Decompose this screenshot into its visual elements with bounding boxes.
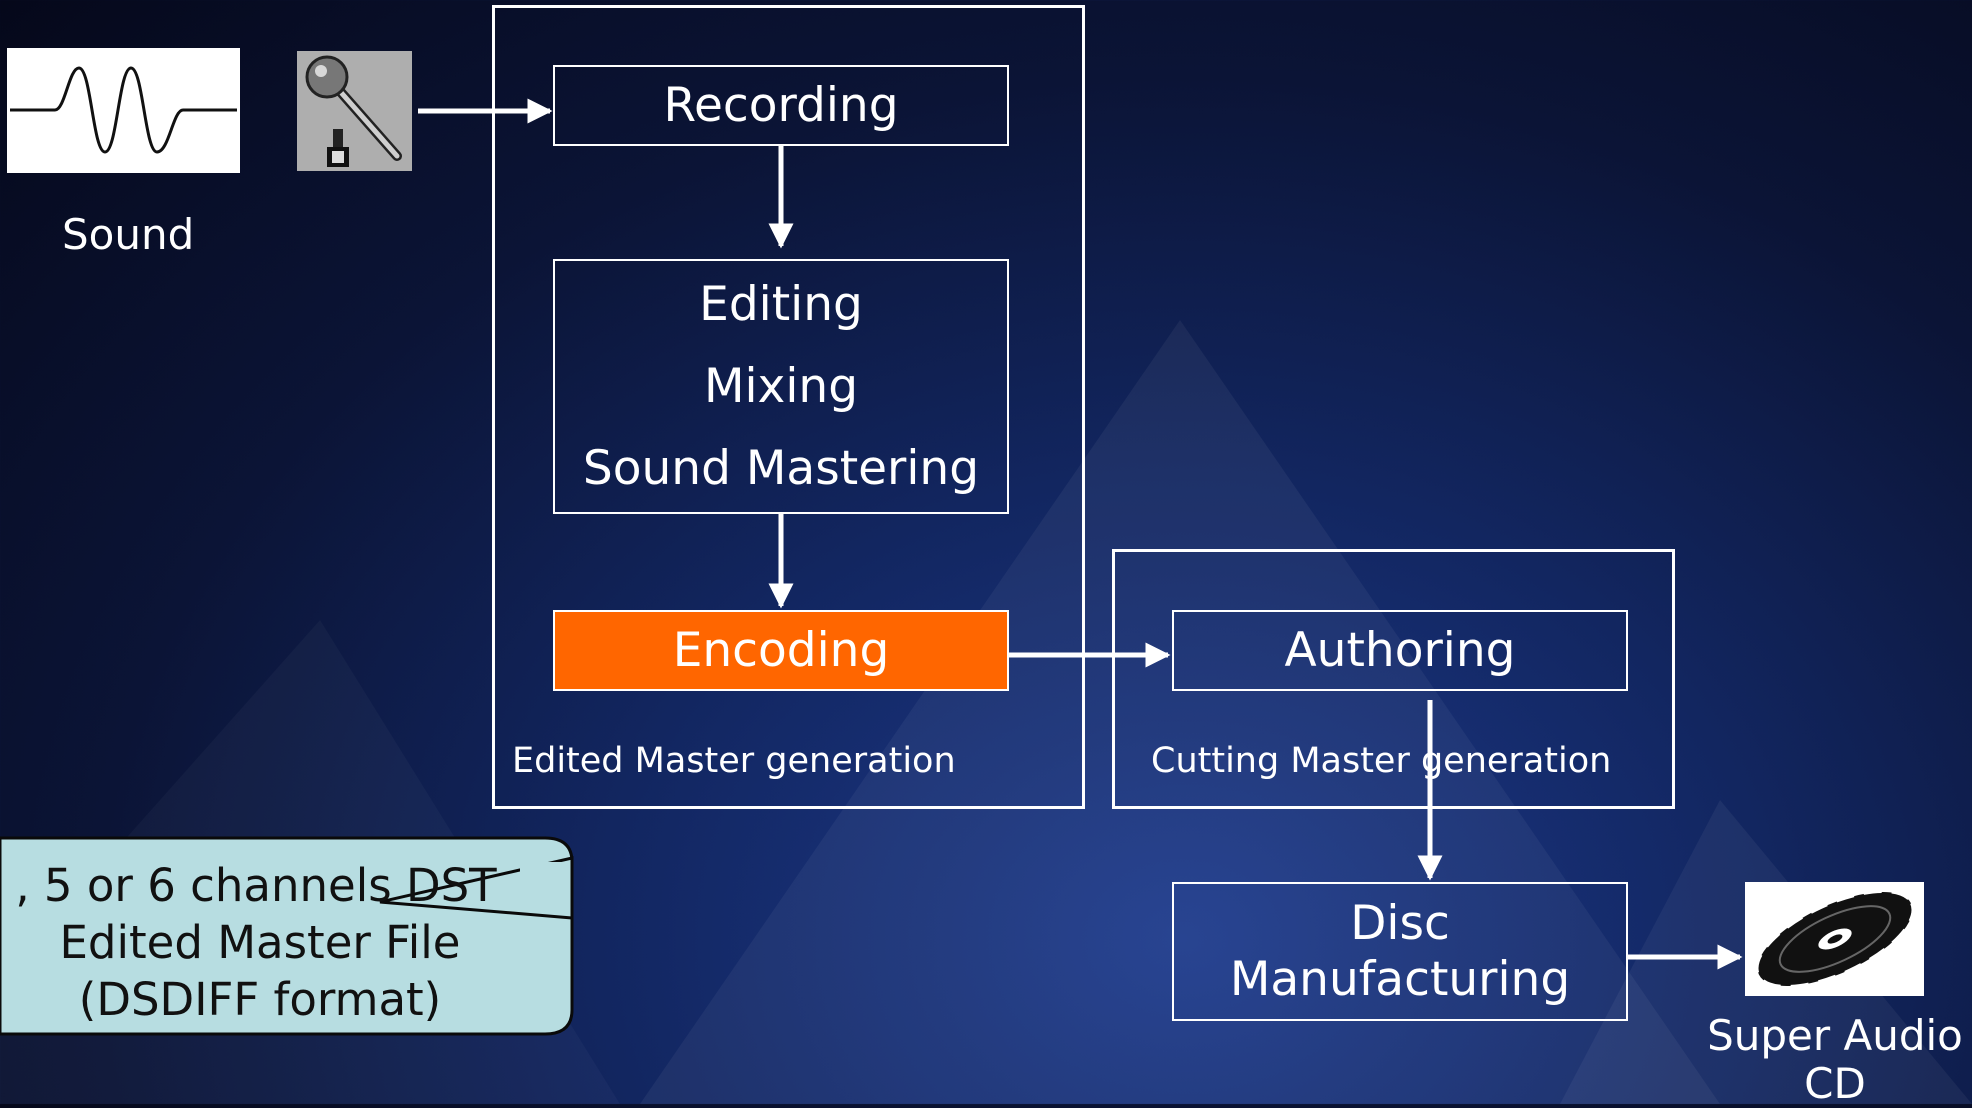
callout-text: , 5 or 6 channels DST Edited Master File… [0,857,520,1028]
disc-manufacturing-box: Disc Manufacturing [1172,882,1628,1021]
sine-wave-icon [7,48,240,173]
recording-box: Recording [553,65,1009,146]
mixing-label: Mixing [703,358,859,414]
edited-master-caption: Edited Master generation [512,741,956,781]
encoding-box: Encoding [553,610,1009,691]
encoding-label: Encoding [672,623,890,678]
authoring-box: Authoring [1172,610,1628,691]
callout-line-3: (DSDIFF format) [78,973,442,1026]
disc-icon [1745,882,1924,996]
cutting-master-frame [1112,549,1675,809]
editing-mixing-box: Editing Mixing Sound Mastering [553,259,1009,514]
editing-label: Editing [699,276,863,332]
sound-mastering-label: Sound Mastering [582,440,980,496]
cd-label: CD [1804,1059,1866,1108]
microphone-icon [297,51,412,171]
callout-line-1: , 5 or 6 channels DST [15,859,497,912]
edited-master-frame [492,5,1085,809]
sound-label: Sound [62,210,195,259]
callout-line-2: Edited Master File [59,916,461,969]
manufacturing-label: Manufacturing [1229,951,1571,1007]
disc-label: Disc [1350,895,1450,951]
super-audio-cd-label: Super Audio CD [1700,1012,1970,1108]
super-audio-label: Super Audio [1707,1011,1963,1060]
recording-label: Recording [663,78,899,133]
authoring-label: Authoring [1284,623,1516,678]
cutting-master-caption: Cutting Master generation [1151,741,1612,781]
